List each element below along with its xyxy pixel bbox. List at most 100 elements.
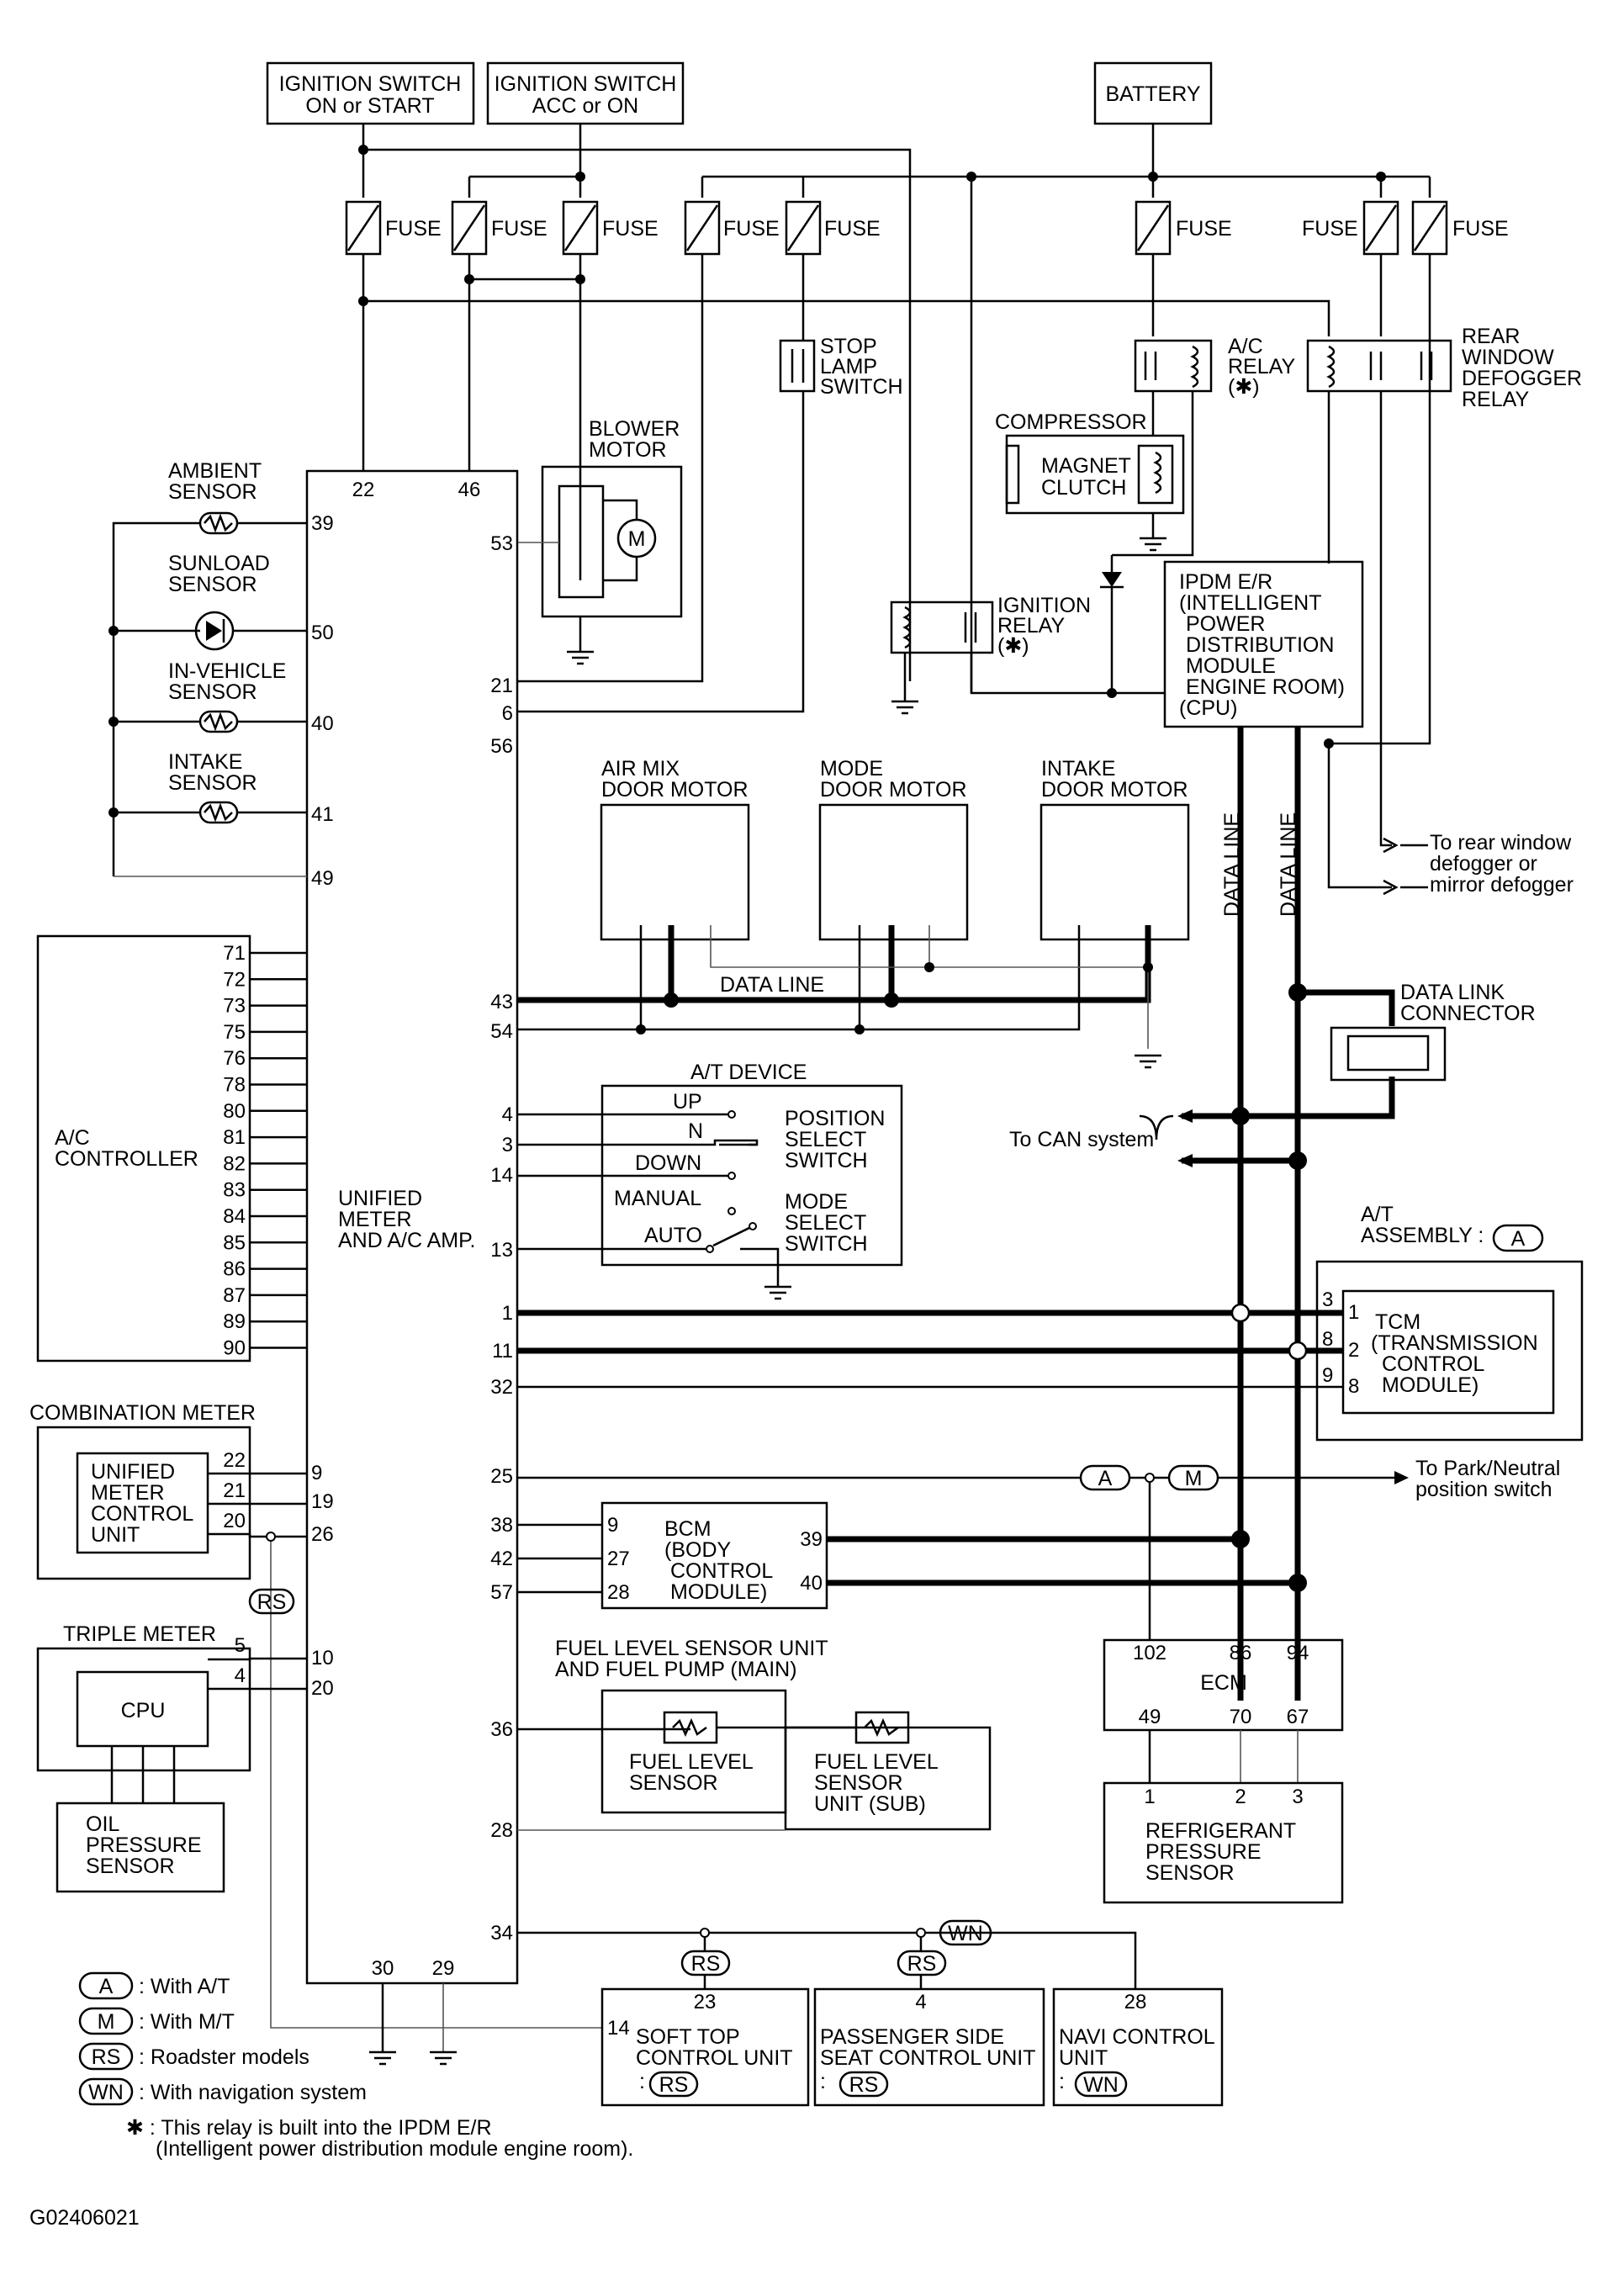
svg-text:20: 20	[223, 1510, 246, 1532]
svg-text:41: 41	[311, 803, 334, 826]
svg-text:RS: RS	[849, 2073, 879, 2097]
svg-text:ACC or ON: ACC or ON	[532, 94, 638, 118]
svg-text:RS: RS	[257, 1590, 287, 1614]
ac-controller-pin: 89	[223, 1310, 246, 1333]
svg-text:DEFOGGER: DEFOGGER	[1462, 367, 1582, 390]
ac-controller-pin: 75	[223, 1021, 246, 1044]
ignition-switch-on-start: IGNITION SWITCH ON or START	[266, 61, 475, 125]
svg-text:SENSOR: SENSOR	[168, 573, 257, 596]
svg-text:4: 4	[502, 1103, 513, 1126]
svg-text:CONTROLLER: CONTROLLER	[55, 1147, 198, 1171]
svg-text:A: A	[1098, 1467, 1113, 1490]
svg-text:WN: WN	[1083, 2073, 1119, 2097]
svg-text:42: 42	[490, 1548, 513, 1570]
ignition-relay: IGNITION RELAY (✱)	[890, 594, 1112, 715]
svg-text:21: 21	[490, 675, 513, 697]
svg-text:FUSE: FUSE	[824, 217, 881, 241]
svg-text:29: 29	[432, 1957, 455, 1980]
svg-text:25: 25	[490, 1465, 513, 1488]
svg-text:40: 40	[311, 712, 334, 735]
battery: BATTERY	[1093, 61, 1213, 125]
svg-text:A: A	[99, 1975, 114, 1998]
svg-text:SOFT TOP: SOFT TOP	[636, 2025, 740, 2049]
ac-controller-pin: 72	[223, 968, 246, 991]
svg-text:3: 3	[1292, 1786, 1303, 1808]
svg-text:RS: RS	[907, 1952, 937, 1976]
svg-text:UP: UP	[673, 1090, 702, 1114]
svg-text:3: 3	[502, 1134, 513, 1156]
svg-text:46: 46	[458, 479, 481, 501]
svg-text:UNIT: UNIT	[91, 1523, 140, 1547]
svg-text:UNIFIED: UNIFIED	[91, 1460, 175, 1484]
ac-controller-pin: 84	[223, 1205, 246, 1228]
svg-text::: :	[1059, 2070, 1065, 2093]
svg-text:SENSOR: SENSOR	[86, 1855, 175, 1878]
svg-text:38: 38	[490, 1514, 513, 1537]
data-link-connector: DATA LINK CONNECTOR	[1330, 981, 1536, 1082]
svg-text:11: 11	[492, 1340, 513, 1363]
svg-text:RS: RS	[92, 2045, 121, 2069]
svg-text:32: 32	[490, 1376, 513, 1399]
svg-text:M: M	[628, 527, 646, 551]
svg-text:2: 2	[1235, 1786, 1246, 1808]
svg-text:A/C: A/C	[55, 1126, 90, 1150]
ac-controller-pin: 76	[223, 1047, 246, 1070]
svg-text:39: 39	[800, 1528, 823, 1551]
svg-text:20: 20	[311, 1677, 334, 1700]
svg-text:SENSOR: SENSOR	[168, 771, 257, 795]
svg-text:COMBINATION METER: COMBINATION METER	[29, 1401, 256, 1425]
temperature-sensors: AMBIENT SENSOR SUNLOAD SENSOR IN-VEHICLE…	[108, 459, 307, 877]
svg-text:ECM: ECM	[1200, 1671, 1247, 1695]
svg-text:DOOR MOTOR: DOOR MOTOR	[1041, 778, 1188, 802]
ac-controller-pin: 82	[223, 1152, 246, 1175]
svg-text:LAMP: LAMP	[820, 355, 877, 378]
footnote: ✱ : This relay is built into the IPDM E/…	[126, 2116, 633, 2161]
power-distribution-wires	[358, 124, 1431, 693]
svg-text:A/C: A/C	[1228, 335, 1263, 358]
svg-text:DATA LINE: DATA LINE	[1277, 812, 1300, 917]
ac-relay: A/C RELAY (✱)	[1112, 335, 1295, 557]
svg-text:IGNITION SWITCH: IGNITION SWITCH	[279, 72, 462, 96]
svg-text:defogger or: defogger or	[1430, 852, 1537, 876]
svg-text:49: 49	[311, 867, 334, 890]
ac-controller-pin: 85	[223, 1231, 246, 1254]
svg-text:MODULE): MODULE)	[1382, 1373, 1479, 1397]
svg-text:3: 3	[1322, 1288, 1333, 1311]
svg-text:FUSE: FUSE	[1302, 217, 1358, 241]
svg-text:SENSOR: SENSOR	[1145, 1861, 1235, 1885]
refrigerant-pressure-sensor: 1 2 3 REFRIGERANT PRESSURE SENSOR	[1103, 1781, 1344, 1904]
ecm: 102 86 94 ECM 49 70 67	[1103, 1638, 1344, 1783]
svg-text:PRESSURE: PRESSURE	[1145, 1840, 1262, 1864]
fuel-level-sensor-unit: FUEL LEVEL SENSOR UNIT AND FUEL PUMP (MA…	[517, 1637, 992, 1831]
ac-controller-pin: 86	[223, 1258, 246, 1281]
ac-controller-pin: 71	[223, 942, 246, 965]
svg-text:SEAT CONTROL UNIT: SEAT CONTROL UNIT	[820, 2046, 1036, 2070]
svg-text:REAR: REAR	[1462, 325, 1520, 348]
rear-window-defogger-relay: REAR WINDOW DEFOGGER RELAY To rear windo…	[1306, 325, 1582, 897]
svg-text:CONTROL: CONTROL	[670, 1559, 773, 1583]
svg-text:: Roadster models: : Roadster models	[139, 2045, 309, 2069]
svg-text:TRIPLE METER: TRIPLE METER	[63, 1622, 216, 1646]
svg-text:AUTO: AUTO	[644, 1224, 702, 1247]
ac-controller-pin: 73	[223, 995, 246, 1018]
bottom-control-units: WN RS RS 23 14 SOFT TOP CONTROL UNIT : R…	[517, 1919, 1224, 2107]
svg-text:ENGINE ROOM): ENGINE ROOM)	[1186, 675, 1345, 699]
can-data-lines: DATA LINE DATA LINE To CAN system	[1009, 727, 1395, 1701]
svg-text:2: 2	[1348, 1339, 1359, 1362]
svg-text:22: 22	[352, 479, 375, 501]
svg-text:To rear window: To rear window	[1430, 831, 1572, 855]
svg-text:53: 53	[490, 532, 513, 555]
figure-id: G02406021	[29, 2206, 140, 2230]
svg-text:50: 50	[311, 622, 334, 644]
svg-text:METER: METER	[91, 1481, 165, 1505]
svg-text:A/T DEVICE: A/T DEVICE	[690, 1061, 807, 1084]
stop-lamp-switch: STOP LAMP SWITCH	[779, 335, 903, 399]
svg-text:POSITION: POSITION	[785, 1107, 885, 1130]
svg-text:CONTROL UNIT: CONTROL UNIT	[636, 2046, 793, 2070]
svg-text:8: 8	[1322, 1328, 1333, 1351]
svg-text:REFRIGERANT: REFRIGERANT	[1145, 1819, 1296, 1843]
svg-text:BATTERY: BATTERY	[1106, 82, 1201, 106]
svg-text:IN-VEHICLE: IN-VEHICLE	[168, 659, 286, 683]
svg-text:To CAN system: To CAN system	[1009, 1128, 1154, 1151]
